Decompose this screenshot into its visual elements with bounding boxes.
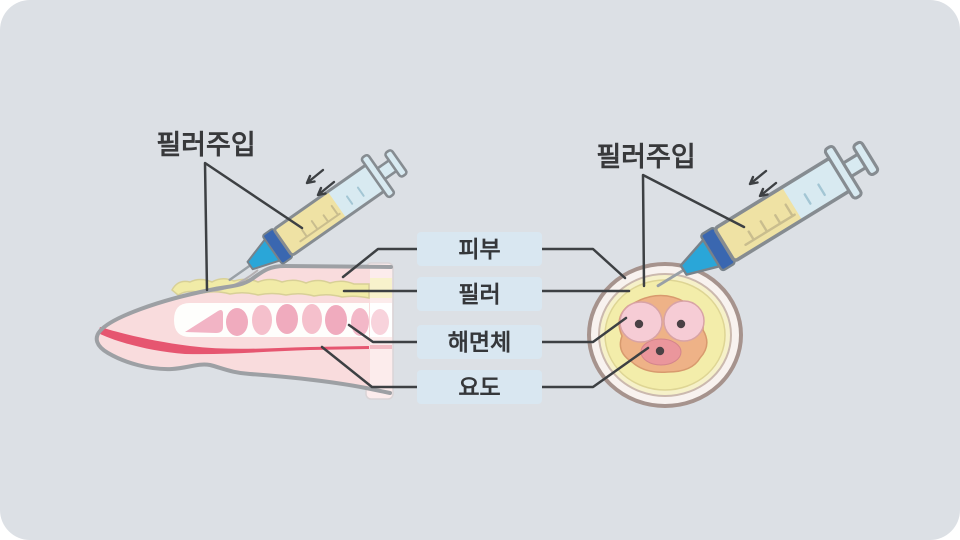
layer-label-filler-text: 필러 bbox=[458, 281, 500, 307]
urethra-channel bbox=[98, 327, 369, 355]
label-box bbox=[417, 325, 542, 359]
artery-dot-left bbox=[634, 319, 644, 329]
longitudinal-section-illustration bbox=[94, 262, 394, 400]
injection-title-right: 필러주입 bbox=[596, 142, 695, 172]
injection-pointer-left bbox=[203, 161, 304, 292]
layer-label-skin: 피부 bbox=[417, 232, 542, 266]
layer-label-filler: 필러 bbox=[417, 277, 542, 311]
layer-label-cavernosum: 해면체 bbox=[417, 325, 542, 359]
label-box bbox=[417, 277, 542, 311]
layer-label-urethra-text: 요도 bbox=[458, 374, 500, 400]
cut-face bbox=[365, 262, 394, 400]
layer-label-urethra: 요도 bbox=[417, 370, 542, 404]
organ-outline bbox=[94, 264, 393, 395]
filler-layer bbox=[171, 278, 370, 299]
cross-section-cavernosum-right bbox=[663, 300, 705, 342]
artery-dot-right bbox=[676, 319, 686, 329]
layer-label-cavernosum-text: 해면체 bbox=[448, 329, 511, 355]
cavernosum-tissue bbox=[185, 304, 369, 336]
connector-urethra bbox=[320, 345, 650, 389]
connector-skin bbox=[341, 247, 627, 280]
cross-section-illustration bbox=[587, 262, 743, 408]
connector-cavernosum bbox=[347, 316, 628, 344]
urethra-dot bbox=[655, 346, 665, 356]
injection-title-left: 필러주입 bbox=[156, 130, 255, 160]
layer-label-skin-text: 피부 bbox=[458, 236, 500, 262]
label-box bbox=[417, 370, 542, 404]
injection-pointer-right bbox=[641, 173, 746, 288]
label-box bbox=[417, 232, 542, 266]
